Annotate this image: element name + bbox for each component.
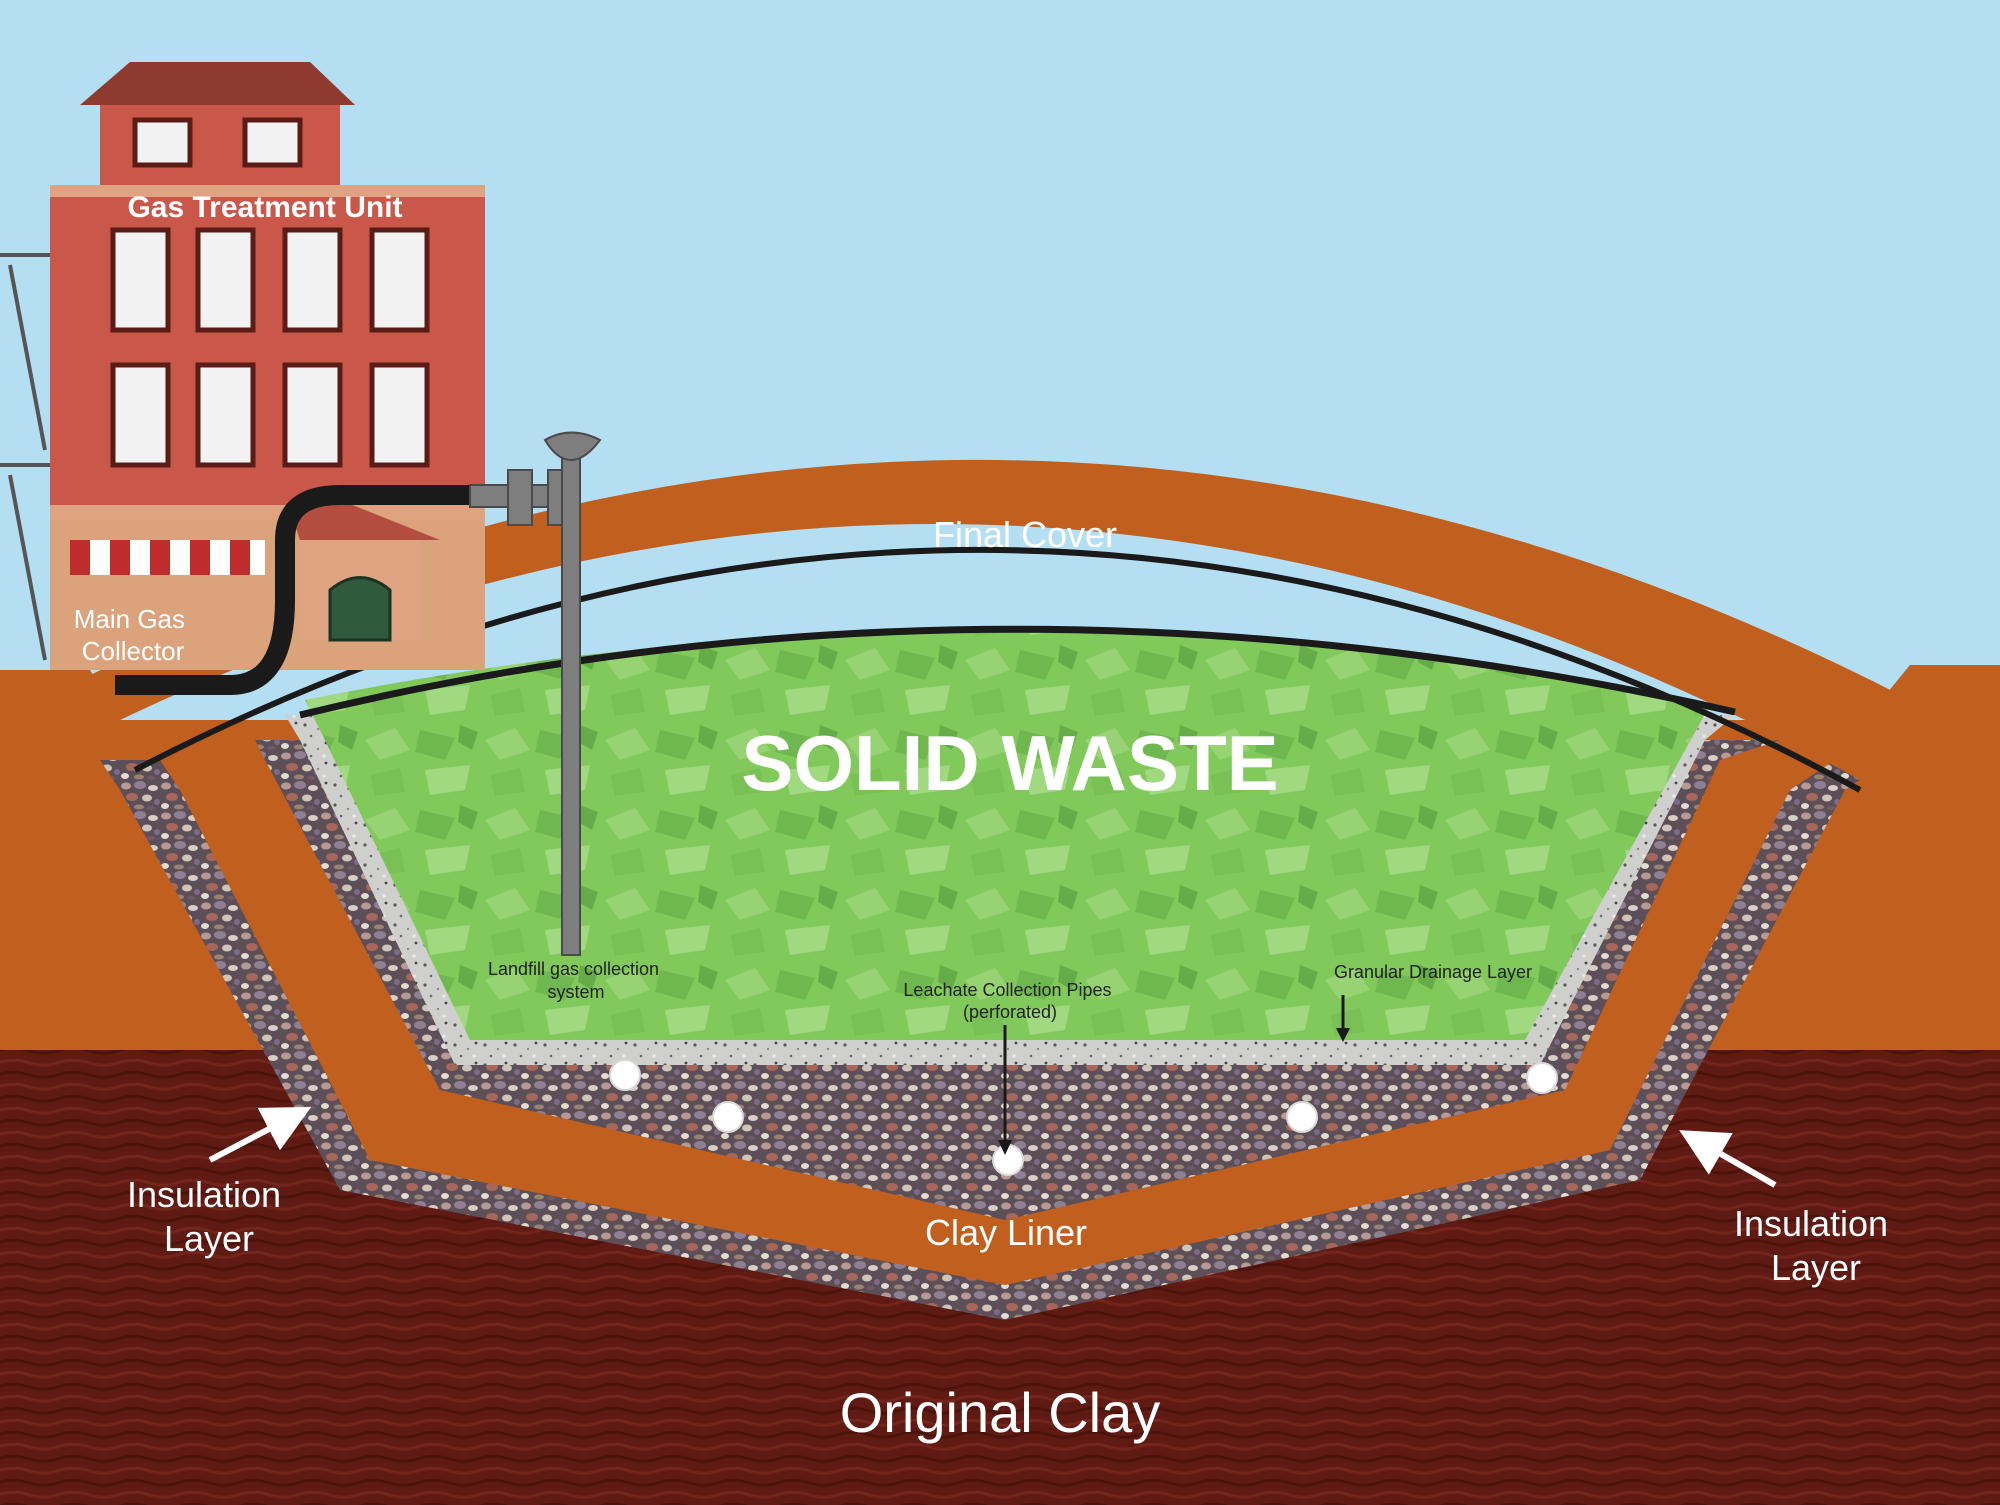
insulation-left-line-1: Insulation bbox=[127, 1174, 281, 1215]
leachate-pipe bbox=[609, 1059, 641, 1091]
insulation-right-line-1: Insulation bbox=[1734, 1203, 1888, 1244]
solid-waste-tint bbox=[305, 631, 1710, 1040]
leachate-pipe bbox=[712, 1101, 744, 1133]
clay-liner-label: Clay Liner bbox=[925, 1212, 1087, 1253]
leachate-pipe bbox=[1526, 1062, 1558, 1094]
insulation-layer-right-label: Insulation Layer bbox=[1734, 1203, 1898, 1288]
landfill-gas-line-2: system bbox=[547, 982, 604, 1002]
gas-treatment-building bbox=[50, 62, 485, 670]
insulation-right-arrow-icon bbox=[1679, 1130, 1777, 1188]
insulation-right-line-2: Layer bbox=[1771, 1247, 1861, 1288]
granular-drainage-label: Granular Drainage Layer bbox=[1334, 962, 1532, 982]
main-gas-collector-label: Main Gas Collector bbox=[74, 604, 193, 666]
leachate-line-1: Leachate Collection Pipes bbox=[903, 980, 1111, 1000]
leachate-line-2: (perforated) bbox=[963, 1002, 1057, 1022]
leachate-pipes bbox=[609, 1059, 1558, 1176]
landfill-gas-collection-label: Landfill gas collection system bbox=[488, 959, 664, 1002]
leachate-collection-label: Leachate Collection Pipes (perforated) bbox=[903, 980, 1116, 1022]
final-cover-inner-edge bbox=[299, 625, 1736, 719]
main-gas-collector-line-2: Collector bbox=[82, 636, 185, 666]
solid-waste-body bbox=[305, 631, 1710, 1040]
main-gas-collector-hose bbox=[115, 485, 480, 695]
insulation-left-arrow-icon bbox=[208, 1106, 312, 1163]
solid-waste-label: SOLID WASTE bbox=[741, 719, 1278, 807]
gas-treatment-unit-label: Gas Treatment Unit bbox=[127, 191, 402, 224]
main-gas-collector-line-1: Main Gas bbox=[74, 604, 185, 634]
leachate-pipe bbox=[992, 1144, 1024, 1176]
leachate-pipe bbox=[1286, 1101, 1318, 1133]
landfill-gas-pipe bbox=[469, 431, 602, 956]
leachate-arrowhead-icon bbox=[998, 1140, 1012, 1155]
insulation-layer-left-label: Insulation Layer bbox=[127, 1174, 291, 1259]
insulation-left-line-2: Layer bbox=[164, 1218, 254, 1259]
fire-escape bbox=[0, 253, 50, 661]
final-cover-label: Final Cover bbox=[933, 514, 1117, 555]
drainage-arrowhead-icon bbox=[1336, 1028, 1350, 1042]
original-clay-label: Original Clay bbox=[840, 1381, 1161, 1444]
final-cover bbox=[80, 459, 1910, 780]
landfill-gas-line-1: Landfill gas collection bbox=[488, 959, 659, 979]
